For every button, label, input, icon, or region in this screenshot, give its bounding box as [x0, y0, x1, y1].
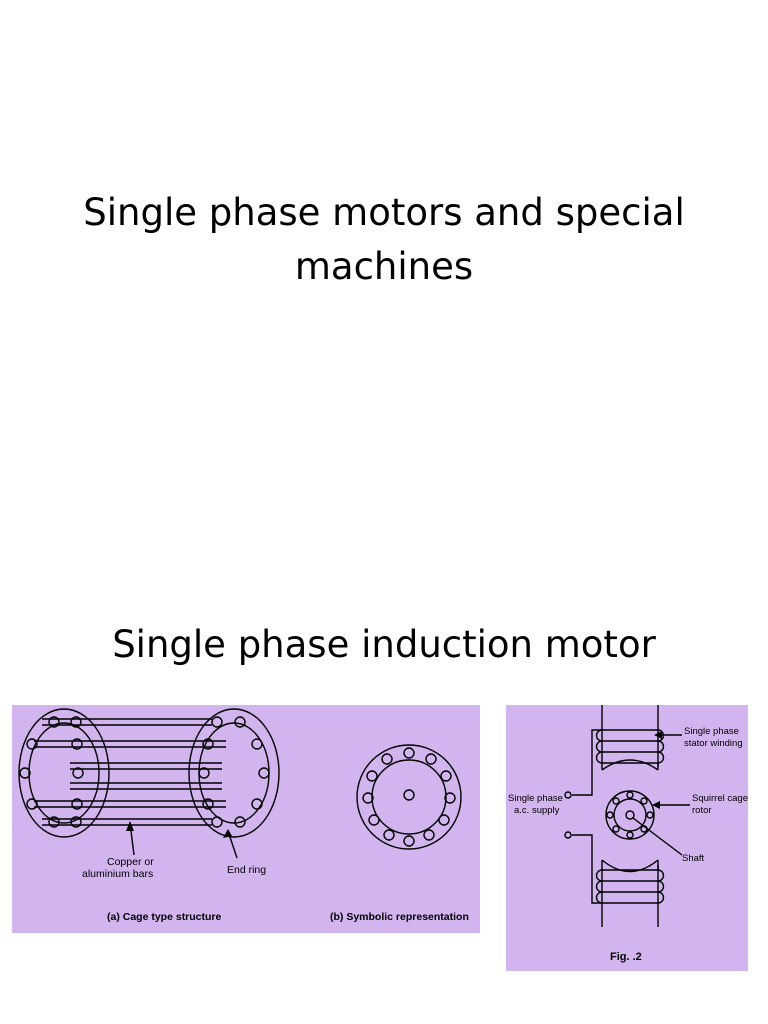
top-stator-winding	[595, 729, 665, 764]
supply-terminal-bottom	[564, 831, 572, 839]
symbolic-representation	[356, 744, 462, 850]
rotor-label-line-2: rotor	[692, 805, 712, 816]
end-ring-label: End ring	[227, 864, 266, 876]
supply-terminal-top	[564, 791, 572, 799]
cage-structure-drawing: Copper or aluminium bars End ring (a) Ca…	[18, 708, 469, 923]
slide-title-line-1: Single phase motors and special	[83, 191, 685, 234]
left-end-ring-outer	[18, 708, 110, 838]
induction-motor-drawing: Single phase stator winding Single phase…	[508, 705, 748, 963]
rotor-label-line-1: Squirrel cage	[692, 793, 748, 804]
right-end-ring-outer	[188, 708, 280, 838]
stator-label-line-2: stator winding	[684, 738, 743, 749]
shaft-label: Shaft	[682, 853, 705, 864]
cage-structure-figure: Copper or aluminium bars End ring (a) Ca…	[12, 705, 480, 933]
squirrel-cage-rotor	[605, 790, 655, 840]
caption-a: (a) Cage type structure	[107, 911, 222, 923]
stator-label-line-1: Single phase	[684, 726, 739, 737]
right-bar-ends	[198, 716, 270, 828]
supply-wires	[572, 729, 659, 904]
slide-subtitle: Single phase induction motor	[112, 623, 656, 666]
supply-label-line-1: Single phase	[508, 793, 563, 804]
bars-label-line-2: aluminium bars	[82, 868, 153, 880]
shaft-leader-line	[632, 817, 683, 856]
bottom-stator-winding	[595, 869, 665, 904]
induction-motor-figure: Single phase stator winding Single phase…	[506, 705, 748, 971]
left-bar-ends	[19, 716, 84, 828]
cage-bars	[34, 718, 226, 826]
bars-label-line-1: Copper or	[107, 856, 154, 868]
caption-b: (b) Symbolic representation	[330, 911, 469, 923]
slide-title-line-2: machines	[294, 245, 474, 288]
slide-title: Single phase motors and special machines	[40, 186, 728, 294]
stator-poles	[601, 705, 659, 927]
supply-label-line-2: a.c. supply	[514, 805, 560, 816]
left-end-ring-inner	[28, 722, 100, 824]
figure-caption: Fig. .2	[610, 951, 642, 963]
